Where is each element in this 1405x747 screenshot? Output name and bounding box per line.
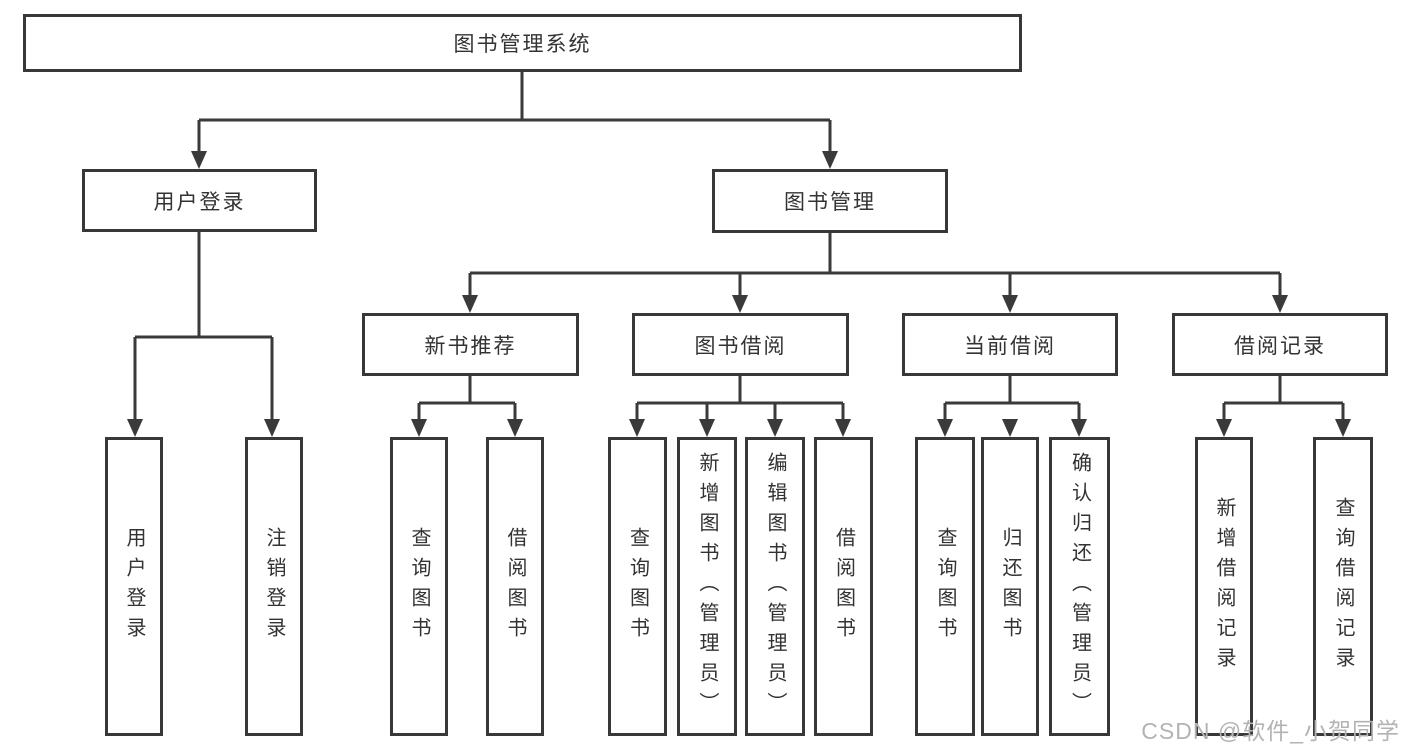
node-current-borrowing: 当前借阅 [902, 313, 1118, 376]
node-label: 借阅图书 [832, 526, 855, 647]
node-new-book-recommendation: 新书推荐 [362, 313, 579, 376]
node-label: 查询图书 [626, 526, 649, 647]
node-label: 归还图书 [999, 526, 1021, 647]
node-label: 用户登录 [123, 526, 145, 647]
leaf-query-books-current: 查询图书 [915, 437, 975, 736]
node-user-login: 用户登录 [82, 169, 317, 232]
node-label: 新书推荐 [424, 334, 517, 358]
node-label: 注销登录 [263, 526, 285, 647]
node-label: 查询借阅记录 [1332, 496, 1354, 677]
leaf-query-books-recommend: 查询图书 [390, 437, 448, 736]
node-label: 图书管理系统 [453, 33, 592, 56]
node-borrowing-records: 借阅记录 [1172, 313, 1388, 376]
node-label: 当前借阅 [964, 334, 1056, 358]
node-label: 图书管理 [784, 191, 876, 214]
node-label: 用户登录 [153, 190, 246, 214]
leaf-edit-books-admin: 编辑图书（管理员） [745, 437, 805, 736]
leaf-user-login: 用户登录 [105, 437, 163, 736]
leaf-add-books-admin: 新增图书（管理员） [677, 437, 737, 736]
node-label: 借阅记录 [1234, 334, 1326, 358]
leaf-add-borrow-record: 新增借阅记录 [1195, 437, 1253, 736]
node-book-borrowing: 图书借阅 [632, 313, 849, 376]
leaf-query-books-borrow: 查询图书 [608, 437, 667, 736]
leaf-logout: 注销登录 [245, 437, 303, 736]
leaf-confirm-return-admin: 确认归还（管理员） [1049, 437, 1110, 736]
node-label: 新增借阅记录 [1213, 496, 1235, 677]
leaf-borrow-books-recommend: 借阅图书 [486, 437, 544, 736]
node-label: 查询图书 [408, 526, 430, 647]
node-label: 图书借阅 [694, 334, 787, 358]
node-book-management: 图书管理 [712, 169, 948, 233]
leaf-borrow-books: 借阅图书 [814, 437, 873, 736]
node-label: 确认归还（管理员） [1068, 451, 1091, 722]
node-label: 新增图书（管理员） [696, 451, 718, 722]
node-library-management-system: 图书管理系统 [23, 14, 1022, 72]
csdn-watermark: CSDN @软件_小贺同学 [1141, 718, 1400, 744]
node-label: 编辑图书（管理员） [764, 451, 786, 722]
leaf-query-borrow-record: 查询借阅记录 [1313, 437, 1373, 736]
node-label: 查询图书 [934, 526, 956, 647]
leaf-return-books: 归还图书 [981, 437, 1039, 736]
node-label: 借阅图书 [504, 526, 526, 647]
